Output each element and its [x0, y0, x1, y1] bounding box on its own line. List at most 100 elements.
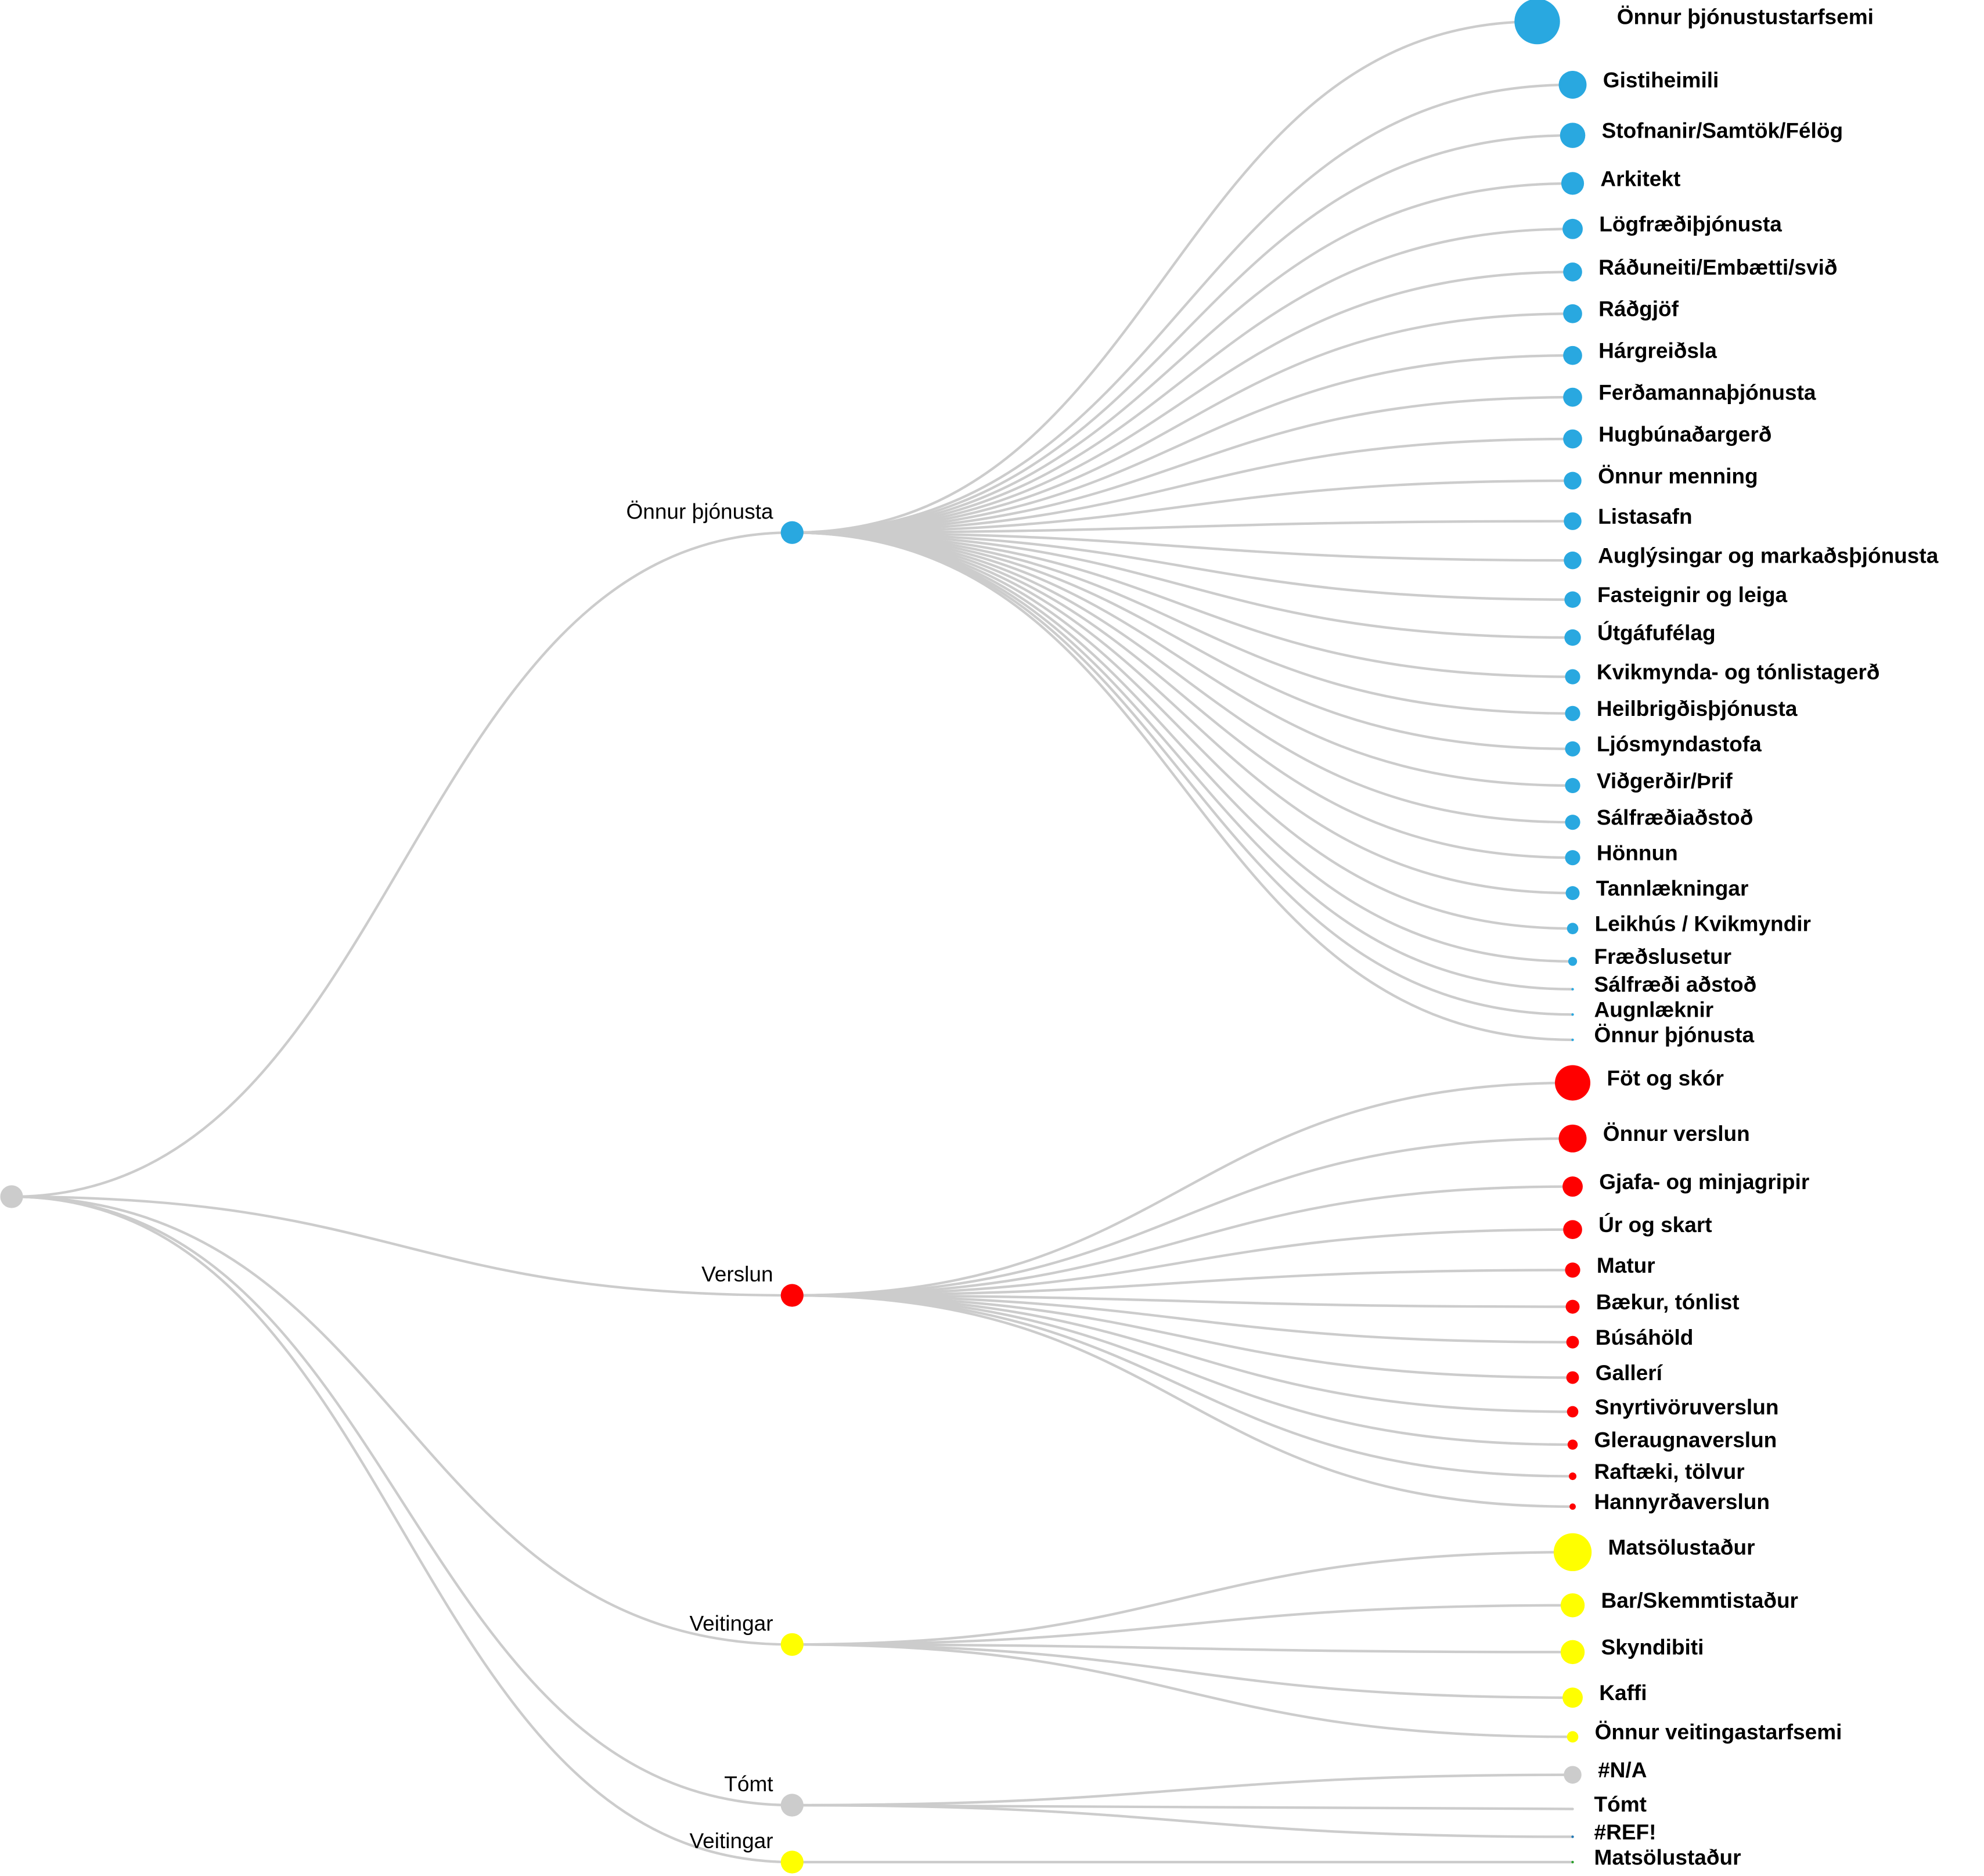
- leaf-label: Ráðgjöf: [1598, 297, 1679, 321]
- leaf-node[interactable]: [1564, 1766, 1582, 1784]
- leaf-label: Ferðamannaþjónusta: [1598, 380, 1816, 404]
- category-label: Veitingar: [690, 1611, 773, 1635]
- leaf-node[interactable]: [1514, 0, 1560, 45]
- leaf-node[interactable]: [1565, 669, 1580, 685]
- leaf-node[interactable]: [1565, 886, 1580, 901]
- leaf-label: Augnlæknir: [1594, 998, 1714, 1022]
- tree-link: [792, 1803, 1573, 1810]
- tree-link: [12, 1195, 793, 1297]
- leaf-label: Gleraugnaverslun: [1594, 1427, 1777, 1452]
- leaf-label: Hönnun: [1597, 841, 1678, 865]
- leaf-node[interactable]: [1567, 1406, 1579, 1418]
- leaf-label: Auglýsingar og markaðsþjónusta: [1598, 543, 1939, 568]
- leaf-node[interactable]: [1560, 123, 1586, 148]
- leaf-node[interactable]: [1564, 512, 1582, 530]
- leaf-label: Matsölustaður: [1594, 1845, 1741, 1869]
- leaf-node[interactable]: [1562, 1687, 1583, 1708]
- tree-link: [792, 1773, 1573, 1807]
- leaf-node[interactable]: [1569, 1503, 1576, 1510]
- tree-link: [792, 520, 1573, 534]
- category-node[interactable]: [780, 1794, 804, 1817]
- leaf-node[interactable]: [1567, 1439, 1578, 1450]
- leaf-label: Hannyrðaverslun: [1594, 1489, 1770, 1514]
- leaf-node[interactable]: [1571, 1038, 1574, 1042]
- leaf-node[interactable]: [1563, 429, 1582, 449]
- leaf-node[interactable]: [1562, 1176, 1583, 1197]
- leaf-node[interactable]: [1563, 1220, 1582, 1240]
- tree-link: [12, 531, 793, 1198]
- leaf-node[interactable]: [1565, 815, 1580, 830]
- tree-link: [792, 531, 1573, 824]
- tree-link: [792, 531, 1573, 601]
- leaf-node[interactable]: [1565, 1299, 1580, 1314]
- tree-link: [792, 1081, 1573, 1297]
- leaf-label: Ljósmyndastofa: [1597, 732, 1762, 756]
- leaf-node[interactable]: [1565, 741, 1580, 757]
- leaf-node[interactable]: [1553, 1533, 1592, 1571]
- leaf-node[interactable]: [1565, 777, 1580, 794]
- tree-link: [792, 182, 1573, 534]
- leaf-node[interactable]: [1555, 1065, 1591, 1101]
- leaf-node[interactable]: [1571, 1807, 1574, 1810]
- leaf-node[interactable]: [1563, 387, 1582, 407]
- leaf-label: Stofnanir/Samtök/Félög: [1602, 118, 1843, 142]
- tree-link: [792, 531, 1573, 991]
- leaf-node[interactable]: [1564, 471, 1582, 490]
- leaf-node[interactable]: [1558, 71, 1587, 99]
- tree-link: [792, 20, 1537, 534]
- tree-link: [792, 1294, 1573, 1413]
- category-label: Verslun: [701, 1262, 773, 1286]
- tree-link: [792, 1294, 1573, 1344]
- leaf-node[interactable]: [1562, 218, 1583, 239]
- leaf-node[interactable]: [1571, 1013, 1574, 1016]
- leaf-label: Búsáhöld: [1596, 1325, 1694, 1349]
- leaf-label: Listasafn: [1598, 504, 1693, 528]
- leaf-node[interactable]: [1563, 345, 1582, 365]
- tree-link: [792, 1294, 1573, 1508]
- category-node[interactable]: [780, 521, 804, 544]
- leaf-node[interactable]: [1571, 1860, 1574, 1864]
- leaf-label: Föt og skór: [1607, 1065, 1724, 1090]
- category-node[interactable]: [780, 1850, 804, 1874]
- leaf-node[interactable]: [1566, 1371, 1579, 1384]
- tree-link: [792, 1643, 1573, 1738]
- leaf-node[interactable]: [1563, 262, 1582, 282]
- tree-link: [792, 1604, 1573, 1646]
- leaf-label: Gjafa- og minjagripir: [1599, 1169, 1809, 1194]
- leaf-node[interactable]: [1563, 304, 1582, 323]
- leaf-label: Gallerí: [1596, 1360, 1663, 1385]
- leaf-node[interactable]: [1568, 1472, 1577, 1481]
- root-node[interactable]: [0, 1185, 23, 1208]
- leaf-label: Önnur veitingastarfsemi: [1595, 1720, 1842, 1744]
- leaf-node[interactable]: [1567, 923, 1579, 934]
- leaf-label: Gistiheimili: [1603, 67, 1719, 92]
- leaf-node[interactable]: [1564, 591, 1581, 608]
- category-node[interactable]: [780, 1633, 804, 1656]
- tree-link: [792, 1294, 1573, 1446]
- leaf-node[interactable]: [1571, 988, 1574, 991]
- leaf-node[interactable]: [1564, 551, 1582, 570]
- leaf-node[interactable]: [1567, 1731, 1579, 1743]
- tree-link: [792, 1643, 1573, 1654]
- leaf-node[interactable]: [1558, 1124, 1587, 1153]
- leaf-label: Arkitekt: [1600, 166, 1680, 190]
- leaf-node[interactable]: [1568, 957, 1578, 966]
- leaf-node[interactable]: [1571, 1835, 1574, 1838]
- leaf-node[interactable]: [1560, 1640, 1585, 1665]
- leaf-node[interactable]: [1564, 629, 1581, 646]
- category-node[interactable]: [780, 1284, 804, 1307]
- leaf-node[interactable]: [1565, 705, 1580, 721]
- tree-link: [792, 1228, 1573, 1297]
- leaf-label: Ráðuneiti/Embætti/svið: [1598, 255, 1837, 279]
- leaf-node[interactable]: [1565, 1262, 1580, 1278]
- leaf-node[interactable]: [1560, 1593, 1585, 1618]
- tree-link: [12, 1195, 793, 1807]
- leaf-node[interactable]: [1561, 172, 1585, 195]
- leaf-label: Matsölustaður: [1608, 1535, 1755, 1560]
- leaf-node[interactable]: [1566, 1335, 1579, 1349]
- leaf-label: Snyrtivöruverslun: [1595, 1395, 1779, 1419]
- leaf-label: Viðgerðir/Þrif: [1597, 768, 1733, 793]
- leaf-node[interactable]: [1565, 850, 1580, 866]
